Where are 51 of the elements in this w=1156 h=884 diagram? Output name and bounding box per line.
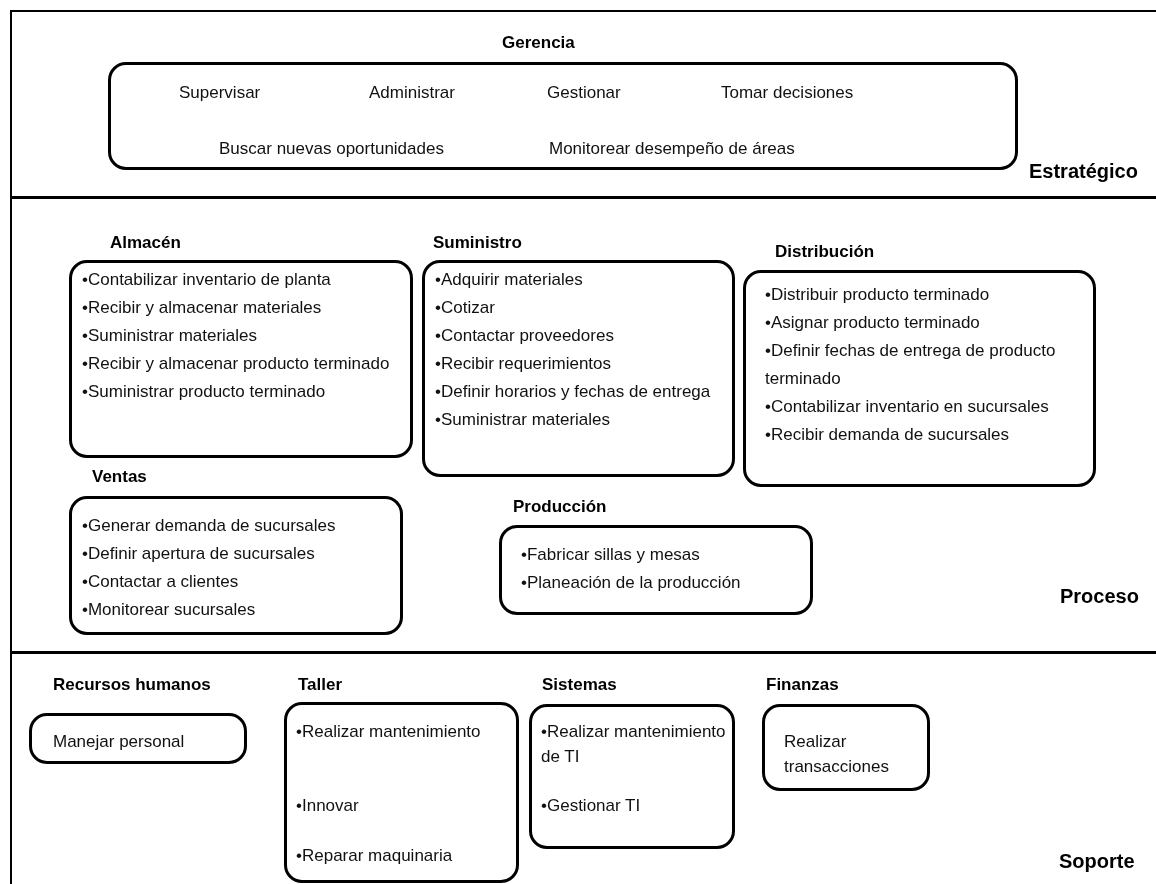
task-text: •Monitorear sucursales: [82, 599, 256, 621]
task-text: •Recibir requerimientos: [435, 353, 612, 375]
task-text: •Recibir y almacenar producto terminado: [82, 353, 390, 375]
layer-label: Soporte: [1059, 850, 1135, 873]
task-text: Manejar personal: [53, 731, 185, 753]
layer-band: [10, 197, 1156, 653]
layer-label: Proceso: [1060, 585, 1139, 608]
task-text: Gestionar: [547, 82, 621, 104]
layer-band: [10, 10, 1156, 198]
task-text: •Asignar producto terminado: [765, 312, 980, 334]
area-heading: Taller: [298, 675, 343, 695]
task-text: •Definir fechas de entrega de producto terminado: [765, 340, 1057, 390]
task-text: •Generar demanda de sucursales: [82, 515, 336, 537]
task-text: •Recibir y almacenar materiales: [82, 297, 322, 319]
area-heading: Recursos humanos: [53, 675, 211, 695]
task-text: •Innovar: [296, 795, 359, 817]
task-text: Buscar nuevas oportunidades: [219, 138, 444, 160]
task-text: •Recibir demanda de sucursales: [765, 424, 1010, 446]
task-text: •Realizar mantenimiento: [296, 721, 482, 743]
task-text: Tomar decisiones: [721, 82, 854, 104]
task-text: •Fabricar sillas y mesas: [521, 544, 700, 566]
task-text: •Distribuir producto terminado: [765, 284, 990, 306]
task-text: •Contabilizar inventario de planta: [82, 269, 331, 291]
area-heading: Producción: [513, 497, 607, 517]
task-text: •Reparar maquinaria: [296, 845, 453, 867]
layer-label: Estratégico: [1029, 160, 1138, 183]
task-text: •Suministrar materiales: [82, 325, 258, 347]
layer-band: [10, 652, 1156, 884]
task-text: Administrar: [369, 82, 455, 104]
area-heading: Ventas: [92, 467, 147, 487]
task-text: •Contabilizar inventario en sucursales: [765, 396, 1049, 418]
task-text: •Cotizar: [435, 297, 495, 319]
task-text: •Realizar mantenimiento de TI: [541, 721, 727, 768]
area-heading: Almacén: [110, 233, 181, 253]
task-text: •Contactar proveedores: [435, 325, 614, 347]
area-heading: Gerencia: [502, 33, 575, 53]
task-text: Monitorear desempeño de áreas: [549, 138, 795, 160]
task-text: •Gestionar TI: [541, 795, 641, 817]
task-text: •Definir horarios y fechas de entrega: [435, 381, 711, 403]
task-text: •Suministrar producto terminado: [82, 381, 326, 403]
task-text: •Definir apertura de sucursales: [82, 543, 315, 565]
task-text: Realizar transacciones: [784, 731, 890, 778]
area-heading: Suministro: [433, 233, 522, 253]
task-text: •Contactar a clientes: [82, 571, 239, 593]
task-text: •Planeación de la producción: [521, 572, 741, 594]
task-text: Supervisar: [179, 82, 261, 104]
area-heading: Finanzas: [766, 675, 839, 695]
area-heading: Distribución: [775, 242, 875, 262]
task-text: •Suministrar materiales: [435, 409, 611, 431]
area-heading: Sistemas: [542, 675, 617, 695]
task-text: •Adquirir materiales: [435, 269, 583, 291]
